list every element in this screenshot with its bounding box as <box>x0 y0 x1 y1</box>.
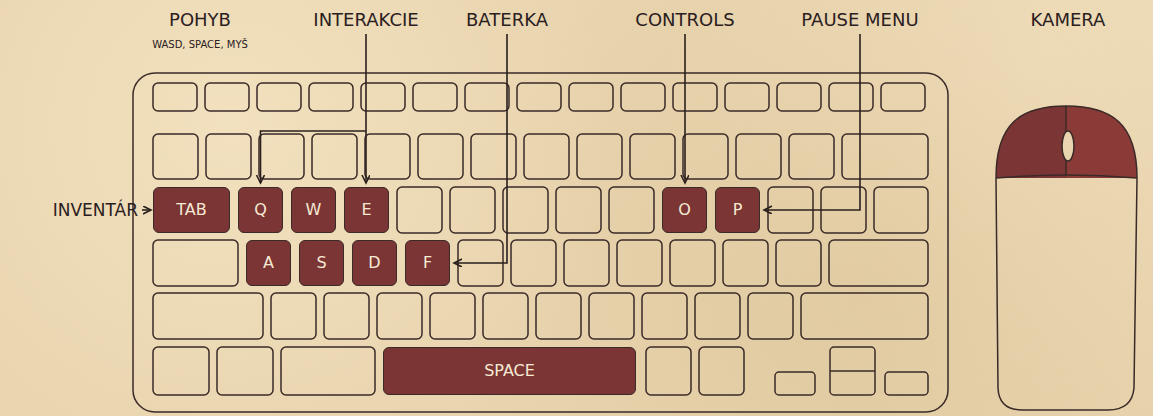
leader-lines <box>142 34 860 263</box>
key-label: W <box>306 202 322 218</box>
key-label: F <box>423 255 432 271</box>
function-row <box>153 83 925 111</box>
key-label: SPACE <box>484 363 535 379</box>
home-row <box>153 240 928 286</box>
key-cap: D <box>352 240 397 286</box>
key-cap: SPACE <box>383 347 636 395</box>
key-cap: E <box>344 187 389 233</box>
key-label: P <box>733 202 743 218</box>
key-cap: Q <box>238 187 283 233</box>
bottom-letter-row <box>153 293 928 339</box>
key-label: S <box>316 255 326 271</box>
key-cap: O <box>662 187 707 233</box>
key-cap: P <box>715 187 760 233</box>
function-label: POHYB <box>169 10 231 30</box>
key-cap: F <box>405 240 450 286</box>
number-row <box>153 134 928 179</box>
key-cap: TAB <box>153 187 230 233</box>
key-label: Q <box>254 202 267 218</box>
function-label: INVENTÁR <box>53 201 138 220</box>
key-cap: A <box>246 240 291 286</box>
function-label: INTERAKCIE <box>313 10 418 30</box>
control-hint: WASD, SPACE, MYŠ <box>152 39 248 50</box>
key-cap: S <box>299 240 344 286</box>
key-label: D <box>368 255 380 271</box>
function-label: CONTROLS <box>635 10 734 30</box>
function-label: PAUSE MENU <box>801 10 918 30</box>
key-label: O <box>678 202 691 218</box>
mouse <box>996 106 1137 410</box>
keyboard-body <box>133 73 948 412</box>
key-label: TAB <box>176 202 206 218</box>
function-label: KAMERA <box>1031 10 1106 30</box>
key-label: E <box>361 202 371 218</box>
key-label: A <box>263 255 274 271</box>
key-cap: W <box>291 187 336 233</box>
modifier-row <box>153 347 928 395</box>
function-label: BATERKA <box>466 10 548 30</box>
